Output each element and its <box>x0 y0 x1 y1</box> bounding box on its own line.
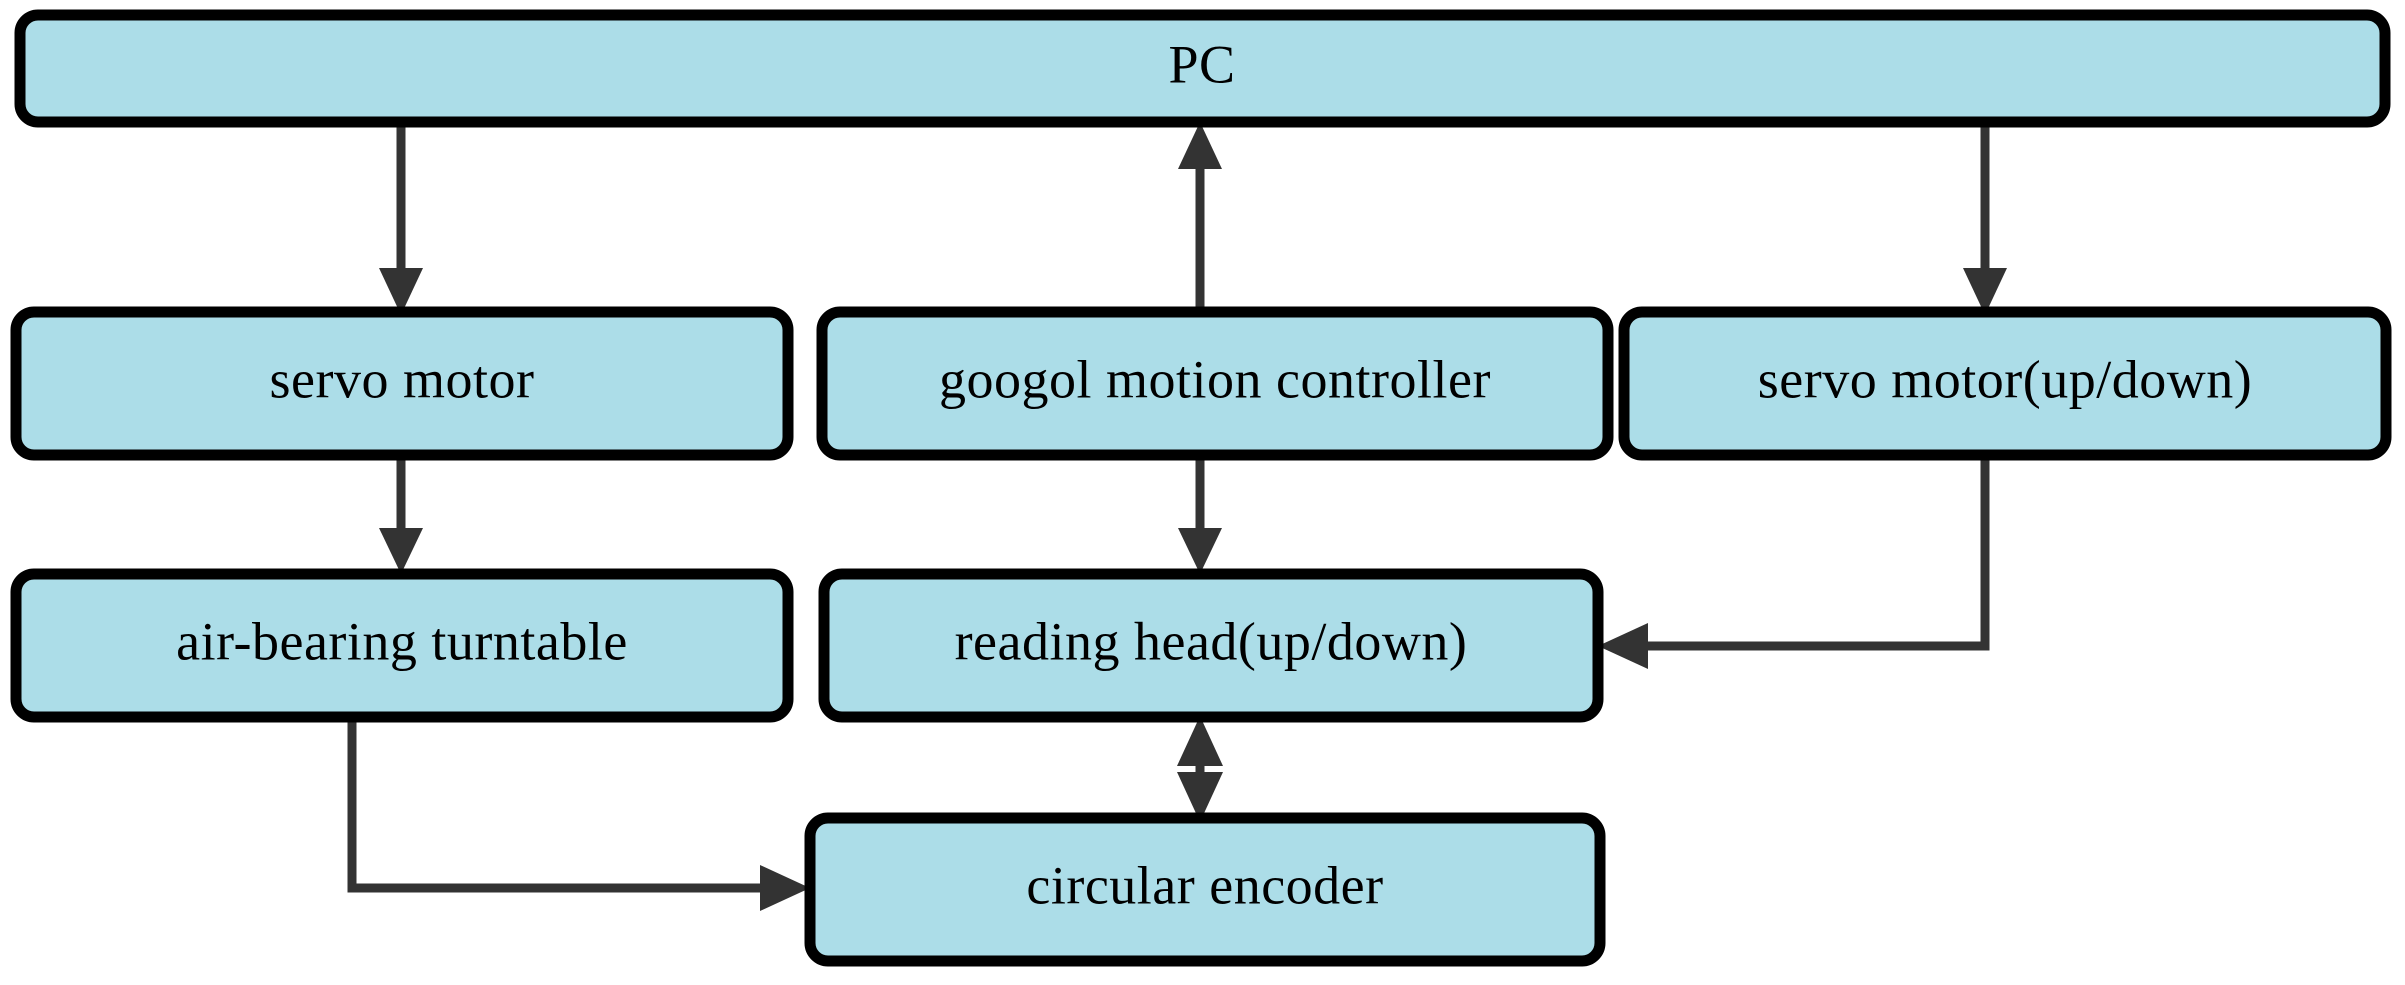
node-reading-head-updown-label: reading head(up/down) <box>955 611 1468 671</box>
edge-turntable-to-encoder <box>347 715 810 911</box>
node-googol-motion-controller-label: googol motion controller <box>939 349 1491 409</box>
node-circular-encoder[interactable]: circular encoder <box>804 812 1606 967</box>
node-servo-motor-updown[interactable]: servo motor(up/down) <box>1618 306 2392 461</box>
node-googol-motion-controller[interactable]: googol motion controller <box>816 306 1614 461</box>
edge-motion-controller-to-reading-head <box>1178 455 1222 574</box>
edge-reading-head-encoder <box>1177 716 1223 822</box>
node-air-bearing-turntable-label: air-bearing turntable <box>176 611 628 671</box>
node-pc[interactable]: PC <box>14 9 2391 128</box>
edge-layer <box>347 122 2007 911</box>
node-layer: PC servo motor googol motion controller … <box>10 9 2392 967</box>
node-pc-label: PC <box>1168 34 1235 94</box>
edge-pc-to-servo-motor-updown <box>1963 122 2007 315</box>
node-servo-motor-updown-label: servo motor(up/down) <box>1758 349 2252 409</box>
node-servo-motor[interactable]: servo motor <box>10 306 794 461</box>
node-reading-head-updown[interactable]: reading head(up/down) <box>818 568 1604 723</box>
node-servo-motor-label: servo motor <box>270 349 535 409</box>
edge-servo-motor-updown-to-reading-head <box>1598 455 1990 669</box>
node-circular-encoder-label: circular encoder <box>1026 855 1383 915</box>
node-air-bearing-turntable[interactable]: air-bearing turntable <box>10 568 794 723</box>
edge-servo-motor-to-turntable <box>379 455 423 574</box>
edge-pc-to-servo-motor <box>379 122 423 315</box>
edge-motion-controller-to-pc <box>1178 122 1222 310</box>
